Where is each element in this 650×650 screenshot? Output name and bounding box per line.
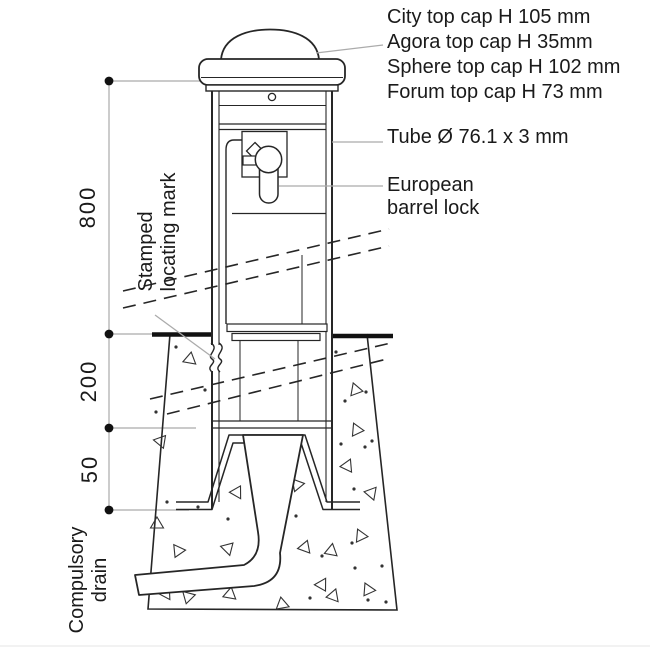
stamped-locating-mark xyxy=(209,342,223,373)
stamped-locating-mark-label: Stamped locating mark xyxy=(135,173,181,292)
break-line xyxy=(166,357,392,415)
break-lines xyxy=(122,228,392,415)
concrete-dot xyxy=(352,487,356,491)
concrete-triangle xyxy=(221,586,237,600)
cap-option-city: City top cap H 105 mm xyxy=(387,6,591,28)
break-line xyxy=(122,245,390,309)
tube-spec-label: Tube Ø 76.1 x 3 mm xyxy=(387,126,569,148)
concrete-dot xyxy=(154,410,158,414)
concrete-dot xyxy=(334,350,338,354)
drain-label-line2: drain xyxy=(89,557,111,603)
concrete-dot xyxy=(380,564,384,568)
concrete-dot xyxy=(203,388,207,392)
concrete-triangle xyxy=(152,434,167,450)
concrete-triangle xyxy=(350,381,364,397)
dim-dot xyxy=(104,505,114,515)
concrete-triangle xyxy=(363,581,377,597)
ground-collar-plate-upper xyxy=(226,323,328,333)
dim-dot xyxy=(104,423,114,433)
concrete-triangle xyxy=(325,587,339,603)
concrete-triangle xyxy=(351,422,366,438)
leader-lines xyxy=(154,44,384,360)
foundation-outline xyxy=(147,333,398,611)
cap-option-forum: Forum top cap H 73 mm xyxy=(387,81,603,103)
bollard-dome-cap xyxy=(220,28,320,60)
barrel-lock-label: European barrel lock xyxy=(387,174,479,220)
concrete-triangle xyxy=(323,542,338,557)
internal-plate xyxy=(219,123,326,131)
concrete-dot xyxy=(196,505,200,509)
concrete-triangle xyxy=(338,458,353,474)
concrete-dot xyxy=(363,445,367,449)
inner-sleeve-below-ground xyxy=(213,341,331,429)
concrete-dot xyxy=(384,600,388,604)
cap-option-agora: Agora top cap H 35mm xyxy=(387,31,593,53)
compulsory-drain-label: Compulsory drain xyxy=(66,527,112,634)
break-line xyxy=(149,342,392,400)
concrete-dot xyxy=(370,439,374,443)
tube-walls xyxy=(211,91,333,509)
concrete-triangle xyxy=(219,542,234,557)
concrete-triangle xyxy=(313,577,327,592)
concrete-dot xyxy=(294,514,298,518)
dimension-dots xyxy=(104,76,114,515)
leader-stamped-mark xyxy=(154,314,216,360)
drain-pipe xyxy=(134,434,304,596)
concrete-dot xyxy=(174,345,178,349)
concrete-dot xyxy=(165,500,169,504)
barrel-lock-label-line2: barrel lock xyxy=(387,197,480,219)
concrete-dot xyxy=(364,390,368,394)
dimension-lines xyxy=(108,80,200,511)
concrete-dot xyxy=(308,596,312,600)
fastener-hole xyxy=(267,92,277,102)
barrel-lock-label-line1: European xyxy=(387,174,474,196)
concrete-dot xyxy=(353,566,357,570)
concrete-dot xyxy=(320,554,324,558)
stamped-label-line2: locating mark xyxy=(158,172,180,292)
concrete-triangle xyxy=(181,351,197,365)
dim-dot xyxy=(104,76,114,86)
concrete-triangle xyxy=(173,543,187,559)
concrete-triangle xyxy=(275,596,291,610)
concrete-dot xyxy=(350,541,354,545)
break-line xyxy=(122,228,390,292)
concrete-triangle xyxy=(363,486,377,502)
concrete-triangle xyxy=(181,590,197,605)
top-cap-options-list: City top cap H 105 mm Agora top cap H 35… xyxy=(387,5,620,105)
dim-200-label: 200 xyxy=(76,359,101,403)
concrete-dot xyxy=(339,442,343,446)
concrete-triangle xyxy=(228,485,242,500)
top-cap-collar xyxy=(198,58,346,86)
barrel-lock-keyhole xyxy=(254,145,283,174)
ground-collar-plate-lower xyxy=(231,332,321,342)
drain-label-line1: Compulsory xyxy=(66,526,88,634)
concrete-triangle xyxy=(355,528,370,544)
lock-tab xyxy=(242,155,257,166)
dim-dot xyxy=(104,329,114,339)
concrete-dot xyxy=(343,399,347,403)
concrete-triangle xyxy=(149,515,165,529)
dim-800-label: 800 xyxy=(75,185,100,229)
concrete-triangle xyxy=(296,539,311,554)
concrete-dot xyxy=(366,598,370,602)
cap-option-sphere: Sphere top cap H 102 mm xyxy=(387,56,621,78)
concrete-dot xyxy=(226,517,230,521)
leader-agora-cap xyxy=(315,44,384,54)
dim-50-label: 50 xyxy=(77,454,102,484)
lock-conduit xyxy=(225,139,242,324)
stamped-label-line1: Stamped xyxy=(135,211,157,292)
cap-neck xyxy=(205,84,339,92)
